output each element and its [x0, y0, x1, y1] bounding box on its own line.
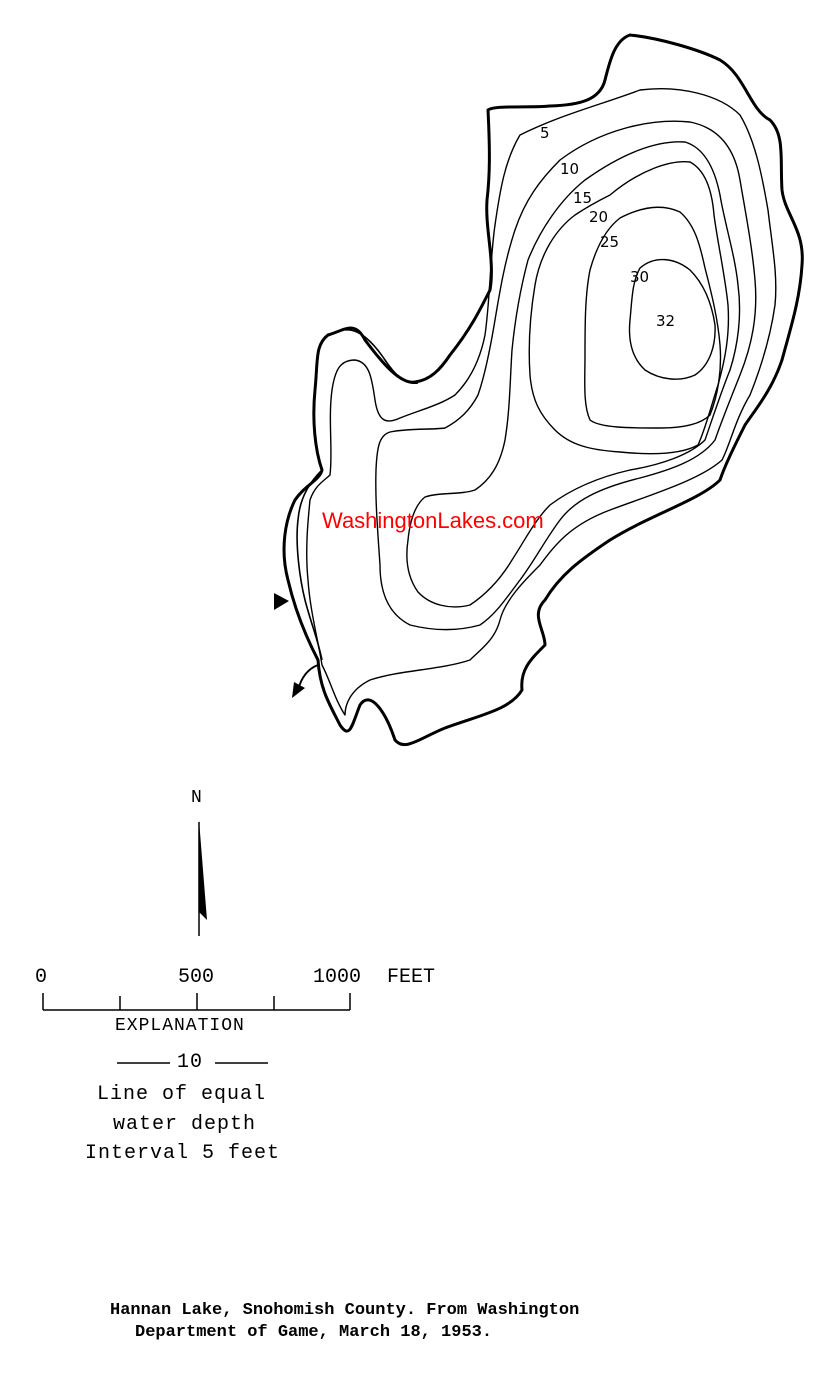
contour-label-15: 15: [573, 189, 592, 207]
contour-30: [628, 258, 716, 380]
contour-label-30: 30: [630, 268, 649, 286]
legend-sample-value: 10: [177, 1051, 204, 1074]
scale-tick-0: 0: [35, 966, 48, 989]
contour-25: [584, 206, 722, 429]
watermark: WashingtonLakes.com: [322, 508, 544, 533]
contour-label-20: 20: [589, 208, 608, 226]
contour-10: [375, 120, 757, 631]
contour-15: [406, 141, 741, 608]
contour-label-25: 25: [600, 233, 619, 251]
scale-unit: FEET: [387, 966, 436, 989]
inlet-arrow-icon: [274, 593, 289, 610]
legend-line2: water depth: [113, 1113, 257, 1136]
legend-line3: Interval 5 feet: [85, 1142, 281, 1165]
north-arrow-icon: [199, 820, 207, 920]
contour-label-10: 10: [560, 160, 579, 178]
legend-line1: Line of equal: [97, 1083, 267, 1106]
scale-tick-500: 500: [178, 966, 215, 989]
scale-tick-1000: 1000: [313, 966, 362, 989]
north-label: N: [191, 788, 202, 808]
contour-20: [528, 161, 730, 455]
scale-bar: [42, 993, 351, 1011]
contour-5: [306, 88, 777, 716]
outlet-arrowhead-icon: [292, 682, 305, 698]
caption-line2: Department of Game, March 18, 1953.: [135, 1323, 493, 1342]
legend-heading: EXPLANATION: [115, 1016, 245, 1036]
deepest-point-label: 32: [656, 312, 675, 330]
caption-line1: Hannan Lake, Snohomish County. From Wash…: [110, 1301, 580, 1320]
shoreline-inner: [296, 329, 419, 661]
contour-label-5: 5: [540, 124, 550, 142]
